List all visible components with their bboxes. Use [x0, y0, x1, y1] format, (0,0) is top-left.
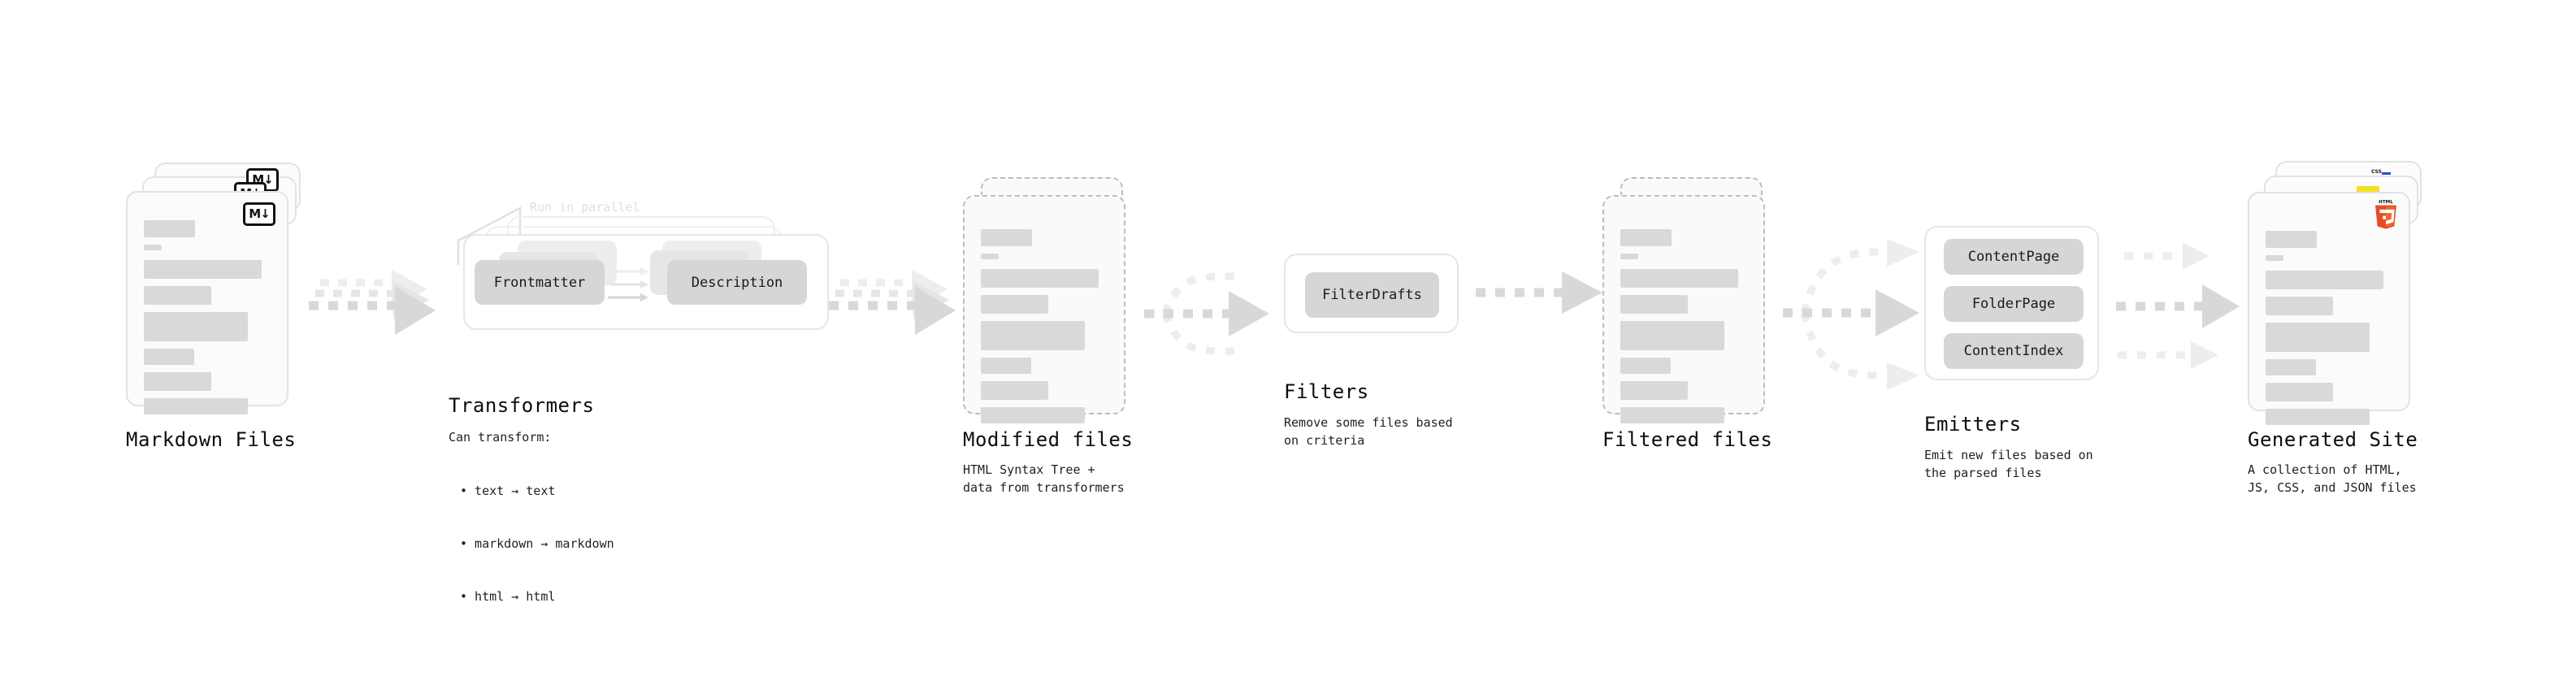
bullet-markdown-markdown: • markdown → markdown	[460, 536, 614, 551]
bar	[2266, 231, 2317, 248]
modified-files-stack	[963, 177, 1142, 423]
transformers-group: Run in parallel x x x x Frontmatter Desc…	[449, 193, 829, 356]
site-card-bars	[2266, 231, 2394, 432]
site-card-front: HTML	[2248, 192, 2410, 425]
bar	[144, 260, 262, 279]
filtered-files-stack	[1602, 177, 1781, 423]
generated-site-title: Generated Site	[2248, 428, 2418, 451]
bar	[981, 358, 1031, 374]
bullet-text-text: • text → text	[460, 483, 556, 498]
bar	[2266, 271, 2383, 289]
markdown-files-stack: M↓ M↓ M↓	[126, 163, 313, 414]
bar	[1620, 229, 1672, 246]
bar	[1620, 254, 1638, 259]
html5-badge: HTML	[2375, 200, 2396, 229]
transformer-pill-description[interactable]: Description	[667, 260, 807, 305]
bar	[144, 220, 195, 237]
markdown-card-bars	[144, 220, 272, 422]
bar	[1620, 381, 1688, 400]
modified-card-bars	[981, 229, 1109, 431]
bar	[981, 381, 1048, 400]
bar	[1620, 407, 1724, 423]
bar	[981, 295, 1048, 314]
emitter-pill-contentindex[interactable]: ContentIndex	[1944, 333, 2084, 369]
connector-md-to-transformers	[309, 270, 436, 335]
modified-files-subtitle: HTML Syntax Tree + data from transformer…	[963, 462, 1125, 495]
bar	[144, 398, 248, 414]
generated-site-stack: CSS HTML	[2248, 161, 2451, 425]
bar	[144, 349, 194, 365]
filtered-card-front	[1602, 195, 1765, 423]
bar	[981, 254, 999, 259]
bar	[2266, 255, 2283, 261]
bar	[2266, 297, 2333, 315]
connector-emitters-to-site	[2116, 242, 2240, 369]
connector-modified-to-filters	[1144, 272, 1269, 355]
transformers-subtitle: Can transform:	[449, 430, 552, 445]
bar	[144, 312, 248, 341]
emitters-subtitle: Emit new files based on the parsed files	[1924, 448, 2093, 480]
bullet-html-html: • html → html	[460, 589, 556, 604]
bar	[2266, 409, 2370, 425]
run-in-parallel-label: Run in parallel	[530, 200, 640, 215]
css3-badge-underline	[2381, 172, 2391, 175]
transformers-title: Transformers	[449, 394, 595, 417]
connector-filters-to-filtered	[1476, 271, 1602, 314]
bar	[1620, 295, 1688, 314]
markdown-badge: M↓	[243, 202, 275, 226]
bar	[981, 407, 1085, 423]
filtered-files-title: Filtered files	[1602, 428, 1773, 451]
parallel-depth-bracket	[457, 206, 522, 265]
connector-filtered-to-emitters	[1783, 239, 1919, 390]
emitter-pill-contentpage[interactable]: ContentPage	[1944, 239, 2084, 275]
bar	[981, 269, 1099, 288]
generated-site-subtitle: A collection of HTML, JS, CSS, and JSON …	[2248, 462, 2417, 495]
markdown-card-front: M↓	[126, 191, 288, 414]
transformer-pill-frontmatter[interactable]: Frontmatter	[475, 260, 605, 305]
filter-pill-filterdrafts[interactable]: FilterDrafts	[1305, 272, 1439, 318]
modified-files-title: Modified files	[963, 428, 1134, 451]
css3-badge: CSS	[2371, 165, 2391, 175]
emitter-pill-folderpage[interactable]: FolderPage	[1944, 286, 2084, 322]
bar	[144, 286, 211, 305]
bar	[2266, 323, 2370, 352]
css3-badge-label: CSS	[2371, 169, 2382, 175]
transformer-inner-arrows	[608, 267, 648, 301]
bar	[2266, 359, 2316, 375]
bar	[144, 245, 162, 250]
modified-card-front	[963, 195, 1125, 423]
transformers-bullets: • text → text • markdown → markdown • ht…	[460, 447, 614, 641]
filters-title: Filters	[1284, 380, 1369, 403]
filters-subtitle: Remove some files based on criteria	[1284, 415, 1453, 448]
bar	[1620, 269, 1738, 288]
connector-transformers-to-modified	[829, 270, 956, 335]
filtered-card-bars	[1620, 229, 1749, 431]
markdown-files-title: Markdown Files	[126, 428, 297, 451]
bar	[981, 229, 1032, 246]
bar	[981, 321, 1085, 350]
emitters-title: Emitters	[1924, 413, 2022, 436]
bar	[144, 372, 211, 391]
filters-group: FilterDrafts	[1284, 254, 1459, 333]
bar	[1620, 321, 1724, 350]
bar	[1620, 358, 1671, 374]
bar	[2266, 383, 2333, 401]
emitters-group: ContentPage FolderPage ContentIndex	[1924, 226, 2099, 380]
svg-text:HTML: HTML	[2379, 200, 2393, 205]
